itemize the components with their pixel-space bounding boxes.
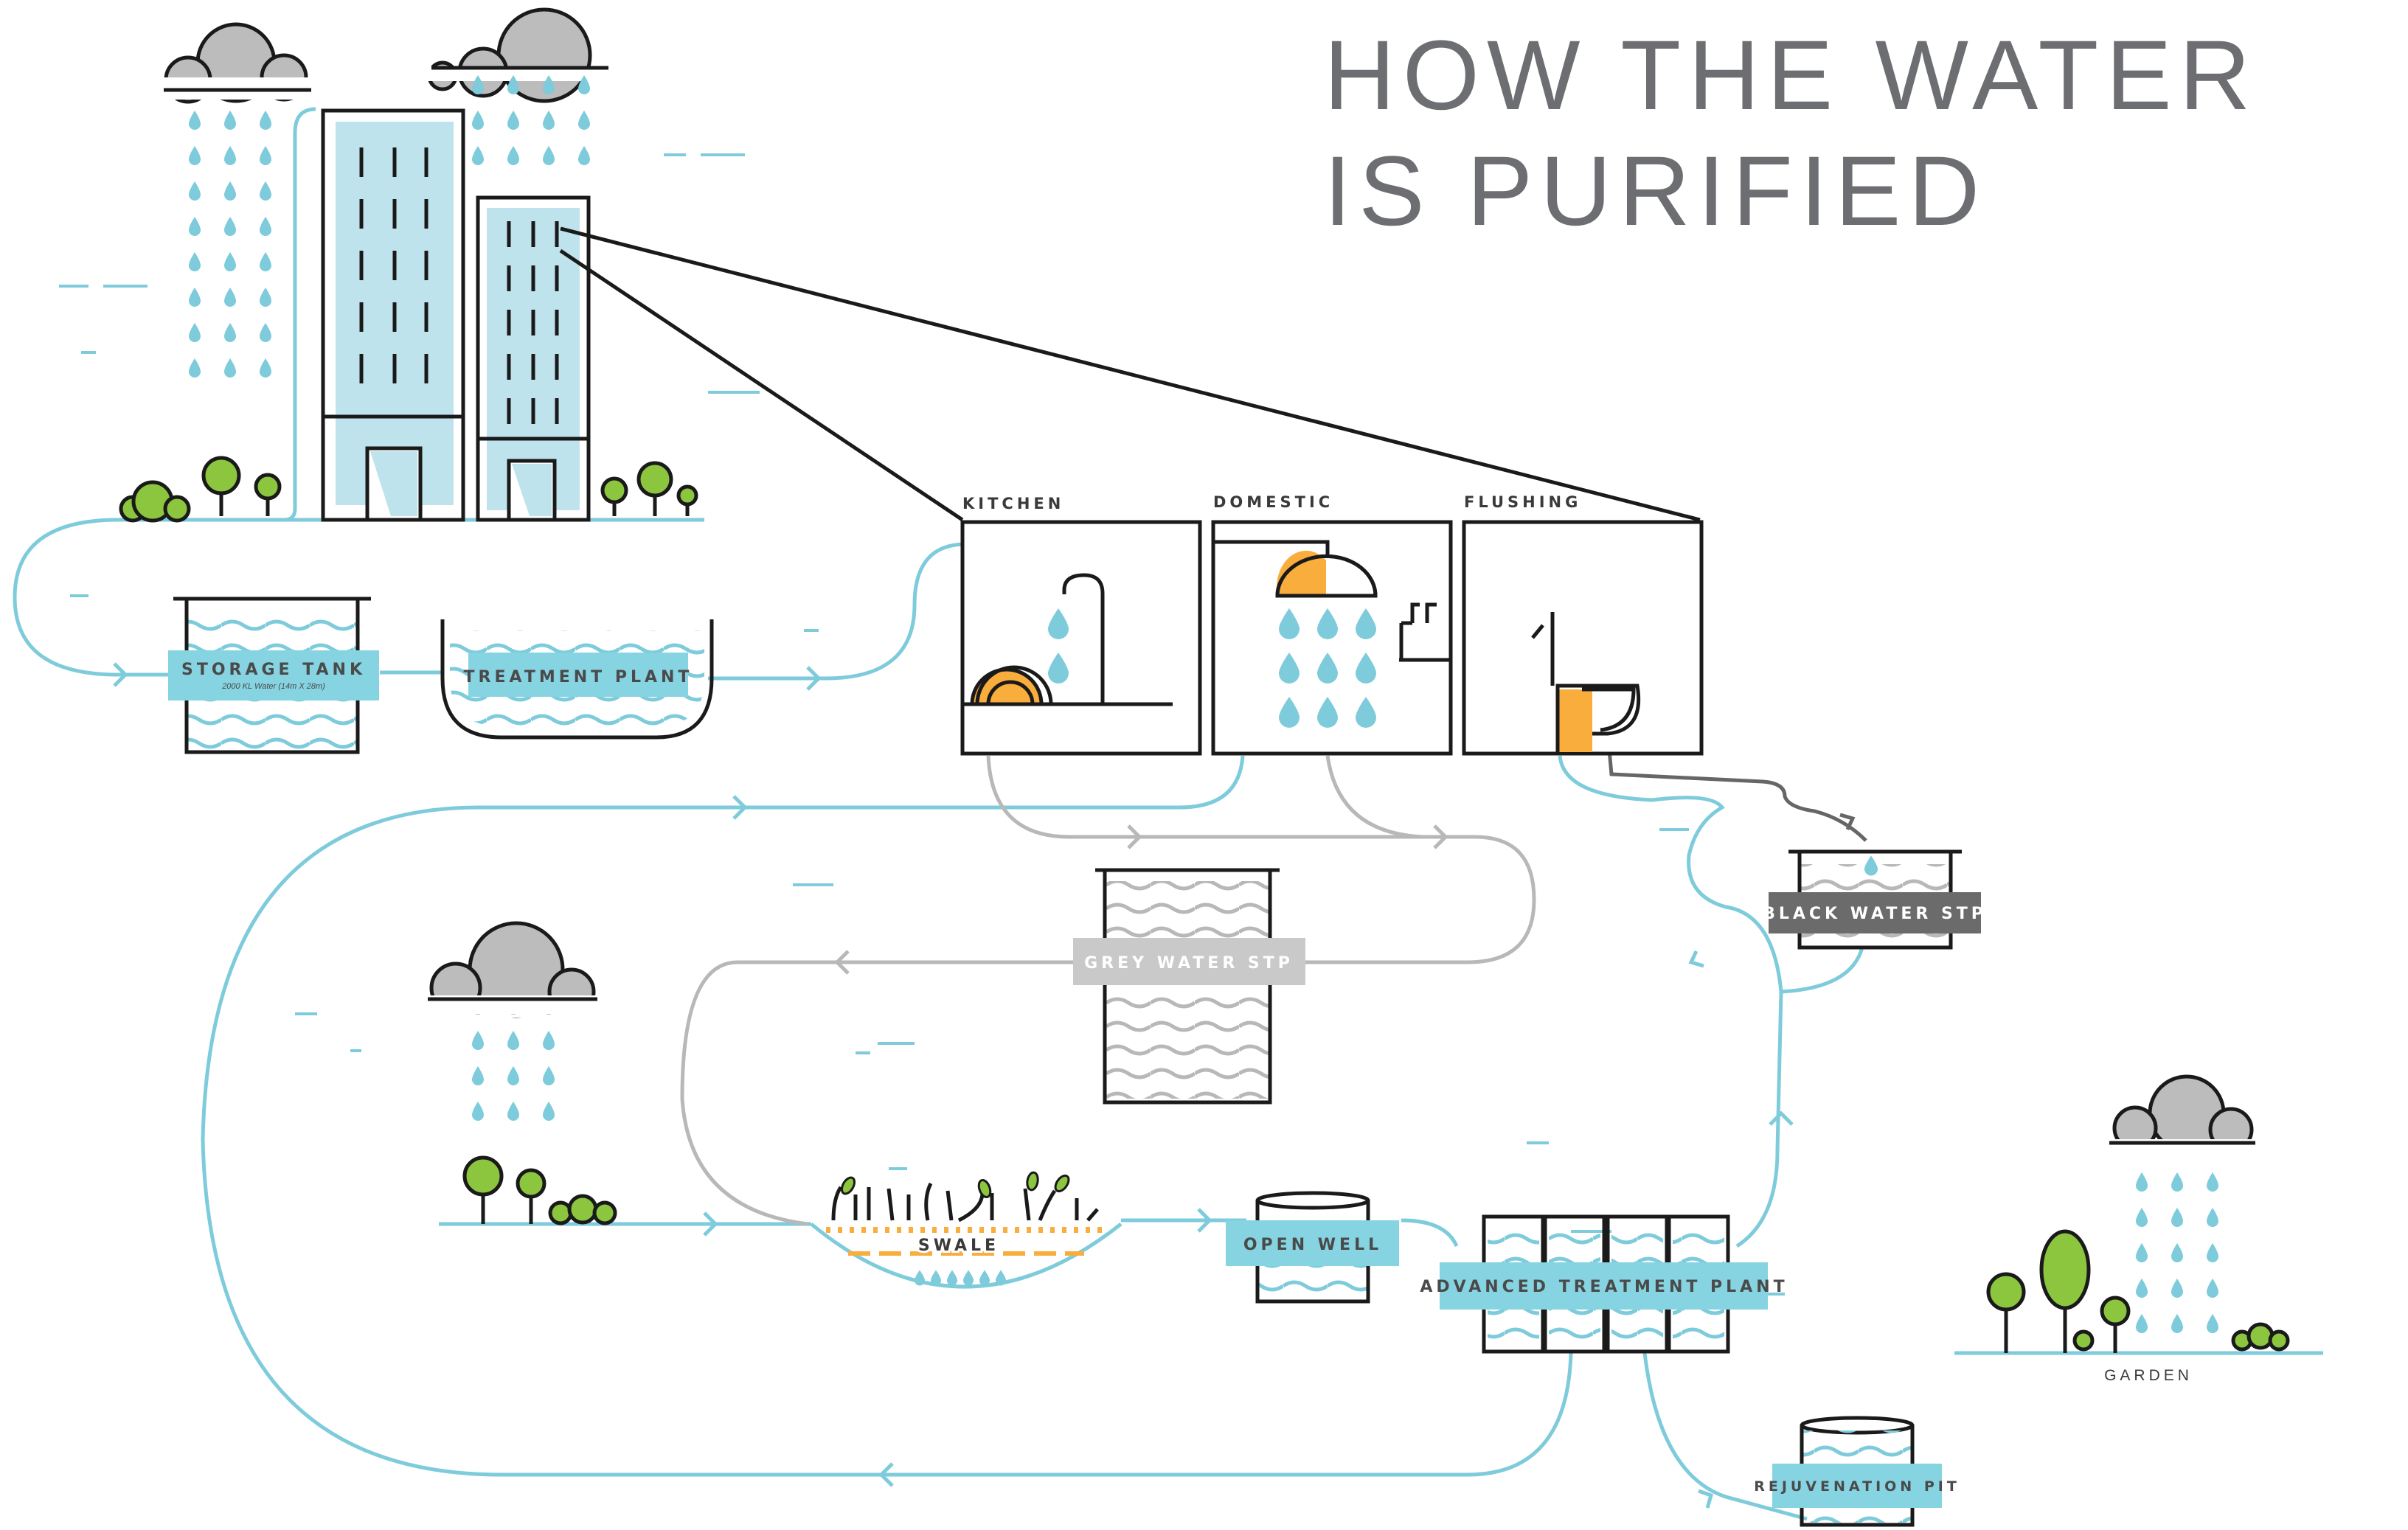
cloud-icon xyxy=(161,22,312,104)
grey-flow-arrows xyxy=(834,824,1448,975)
title-line-2: IS PURIFIED xyxy=(1324,136,1987,246)
rejuvenation-pit: REJUVENATION PIT xyxy=(1754,1416,1960,1527)
rejuvenation-pit-label: REJUVENATION PIT xyxy=(1754,1478,1960,1495)
swale: SWALE xyxy=(810,1171,1123,1289)
toilet-icon xyxy=(1531,612,1641,754)
kitchen-room xyxy=(960,520,1202,756)
faucet-icon xyxy=(1062,573,1105,704)
raindrop-icon xyxy=(465,74,597,177)
storage-tank-sublabel: 2000 KL Water (14m X 28m) xyxy=(221,682,325,691)
tree-icon xyxy=(119,456,698,523)
tree-icon xyxy=(462,1155,617,1225)
zoom-projection-lines xyxy=(559,226,1701,522)
black-water-flow-line xyxy=(1606,733,1867,842)
raindrop-icon xyxy=(2135,1158,2238,1335)
kitchen-label: KITCHEN xyxy=(962,495,1064,512)
treatment-plant-label: TREATMENT PLANT xyxy=(464,668,693,686)
flushing-room xyxy=(1462,520,1704,756)
black-water-stp: BLACK WATER STP xyxy=(1763,849,1987,950)
fresh-water-flow-lines xyxy=(13,107,2323,1521)
plant-sprout-icon xyxy=(831,1182,1099,1223)
open-well: OPEN WELL xyxy=(1226,1191,1399,1304)
raindrop-icon xyxy=(465,1014,572,1136)
swale-label: SWALE xyxy=(918,1237,999,1255)
grey-water-stp-label: GREY WATER STP xyxy=(1084,954,1294,973)
storage-tank-label: STORAGE TANK xyxy=(181,661,366,679)
advanced-treatment-plant-label: ADVANCED TREATMENT PLANT xyxy=(1420,1278,1788,1296)
advanced-treatment-plant: ADVANCED TREATMENT PLANT xyxy=(1420,1214,1788,1354)
black-water-stp-label: BLACK WATER STP xyxy=(1763,905,1987,923)
cloud-icon xyxy=(2106,1074,2257,1161)
cloud-icon xyxy=(424,921,601,1018)
grey-water-stp: GREY WATER STP xyxy=(1073,868,1305,1105)
building-icon xyxy=(321,108,465,522)
building-icon xyxy=(476,195,591,522)
garden-label: GARDEN xyxy=(2104,1367,2193,1384)
sink-icon xyxy=(970,665,1053,706)
storage-tank: STORAGE TANK 2000 KL Water (14m X 28m) xyxy=(168,597,379,754)
title-line-1: HOW THE WATER xyxy=(1324,21,2258,131)
shower-icon xyxy=(1275,550,1378,598)
tree-icon xyxy=(1986,1229,2290,1353)
raindrop-icon xyxy=(184,103,280,383)
treatment-plant: TREATMENT PLANT xyxy=(440,619,714,740)
blue-flow-arrows xyxy=(113,662,1794,1509)
domestic-label: DOMESTIC xyxy=(1213,493,1333,511)
grey-water-flow-lines xyxy=(680,755,1536,1226)
flushing-label: FLUSHING xyxy=(1464,493,1581,511)
domestic-room xyxy=(1211,520,1453,756)
open-well-label: OPEN WELL xyxy=(1243,1236,1382,1254)
